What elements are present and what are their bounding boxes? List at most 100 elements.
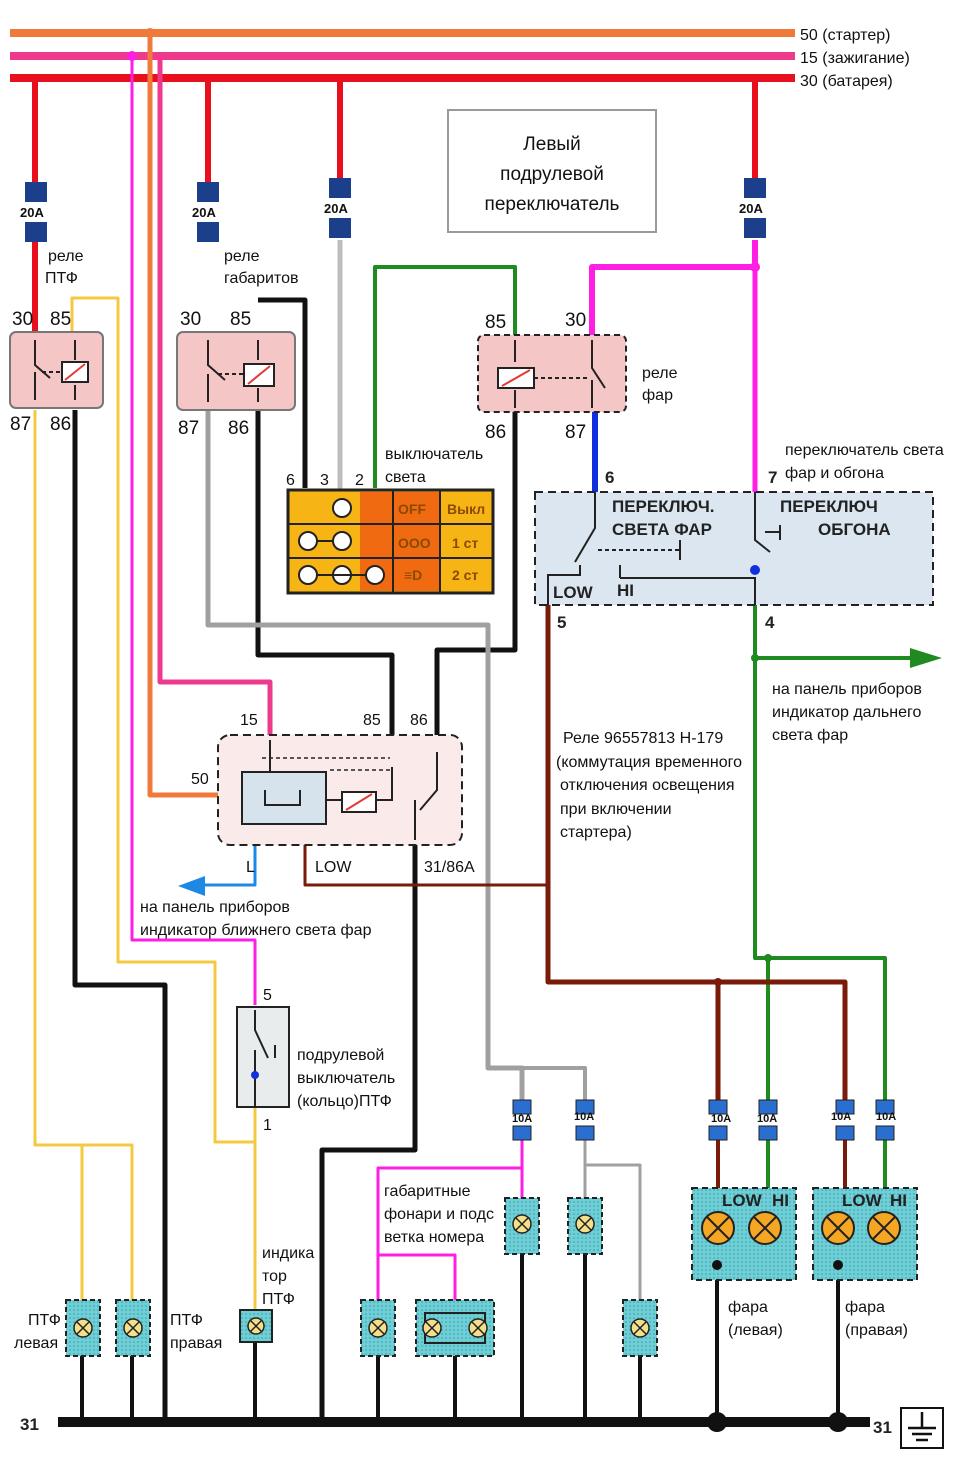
fuse-label: 10A (876, 1111, 896, 1123)
fuse-20a-far: 20A (739, 178, 766, 238)
pin-86: 86 (485, 422, 506, 443)
lamp-plate (415, 1299, 495, 1357)
lamp-parking-2 (504, 1197, 540, 1255)
title-box: Левый подрулевой переключатель (447, 109, 657, 233)
low-indicator-line-2: индикатор ближнего света фар (140, 922, 372, 939)
fuse-10a-2: 10A (574, 1099, 595, 1141)
pin-86: 86 (228, 418, 249, 439)
hi-indicator-arrow-icon (910, 648, 942, 668)
pin-85: 85 (50, 309, 71, 330)
relay-label: реле (224, 248, 260, 265)
pin-6: 6 (605, 468, 614, 487)
fuse-label: 10A (831, 1111, 851, 1123)
pin-5: 5 (557, 613, 566, 632)
relay-label-2: ПТФ (45, 270, 78, 287)
position-off: OFF (398, 501, 426, 517)
pin-5: 5 (263, 987, 272, 1004)
fuse-label: 10A (711, 1113, 731, 1125)
position-off-label: Выкл (447, 501, 485, 517)
title-line-2: подрулевой (500, 164, 604, 185)
relay-gabaritov: реле габаритов 30 85 87 86 (176, 248, 298, 439)
position-2: ≡D (404, 567, 422, 583)
fuse-10a-4: 10A (757, 1099, 778, 1141)
pin-15: 15 (240, 712, 258, 729)
pin-31: 31/86A (424, 859, 475, 876)
title-line-1: Левый (523, 134, 580, 155)
fuse-10a-1: 10A (512, 1099, 532, 1141)
fuses-10a: 10A 10A 10A 10A 10A 10A (512, 1099, 896, 1141)
low-beam-indicator-note: на панель приборов индикатор ближнего св… (140, 899, 372, 939)
ptf-indicator-line-1: индика (262, 1245, 314, 1262)
hi-indicator-line-3: света фар (772, 727, 848, 744)
headlight-label: фара (845, 1299, 885, 1316)
pin-2: 2 (355, 472, 364, 489)
title-line-3: переключатель (485, 194, 620, 215)
power-bus: 50 (стартер) 15 (зажигание) 30 (батарея) (10, 27, 910, 90)
light-switch: выключатель света 6 3 2 OFF Выкл OOO 1 с… (286, 446, 495, 595)
fuse-10a-5: 10A (831, 1099, 855, 1141)
relay-label: реле (642, 365, 678, 382)
pin-l: L (246, 859, 255, 876)
ptf-indicator: индика тор ПТФ (239, 1245, 314, 1343)
headlight-hi: HI (772, 1191, 789, 1210)
hi-label: HI (617, 581, 634, 600)
lamp-parking-4 (622, 1299, 658, 1357)
pin-4: 4 (765, 613, 775, 632)
parking-line-3: ветка номера (384, 1229, 484, 1246)
ground-label-right: 31 (873, 1418, 892, 1437)
relay-label-2: фар (642, 387, 673, 404)
ground-bus: 31 31 (20, 1407, 944, 1449)
ptf-switch: 5 1 подрулевой выключатель (кольцо)ПТФ (236, 987, 395, 1134)
hi-beam-indicator-note: на панель приборов индикатор дальнего св… (772, 681, 922, 744)
relay-ptf: реле ПТФ 30 85 87 86 (9, 248, 104, 435)
beam-switch-caption: переключатель света (785, 442, 944, 459)
parking-note: габаритные фонари и подс ветка номера (384, 1183, 494, 1246)
pin-85: 85 (230, 309, 251, 330)
fuse-20a-gab: 20A (192, 182, 219, 242)
low-indicator-arrow-icon (178, 876, 205, 896)
headlight-label-2: (правая) (845, 1322, 908, 1339)
relay-far: реле фар 85 30 86 87 (477, 310, 678, 443)
lamp-parking-1 (360, 1299, 396, 1357)
lamp-parking-3 (567, 1197, 603, 1255)
pin-87: 87 (10, 414, 31, 435)
hi-indicator-line-2: индикатор дальнего (772, 704, 921, 721)
fuse-label: 10A (512, 1113, 532, 1125)
pin-86: 86 (410, 712, 428, 729)
ptf-indicator-line-2: тор (262, 1268, 287, 1285)
relay-main-line-5: стартера) (560, 824, 632, 841)
ptf-switch-line-3: (кольцо)ПТФ (297, 1093, 392, 1110)
relay-main-line-1: Реле 96557813 H-179 (563, 730, 723, 747)
pin-3: 3 (320, 472, 329, 489)
relay-main-line-4: при включении (560, 801, 672, 818)
relay-label: реле (48, 248, 84, 265)
pin-6: 6 (286, 472, 295, 489)
position-1-label: 1 ст (452, 535, 478, 551)
switch-header-2a: ПЕРЕКЛЮЧ (780, 497, 878, 516)
ground-label-left: 31 (20, 1415, 39, 1434)
hi-indicator-line-1: на панель приборов (772, 681, 922, 698)
lamp-label: ПТФ (170, 1312, 203, 1329)
light-switch-label-2: света (385, 469, 426, 486)
relay-main-line-2: (коммутация временного (556, 754, 742, 771)
fuse-10a-6: 10A (875, 1099, 896, 1141)
pin-7: 7 (768, 468, 777, 487)
position-2-label: 2 ст (452, 567, 478, 583)
pin-30: 30 (180, 309, 201, 330)
pin-30: 30 (565, 310, 586, 331)
fuse-20a-ptf: 20A (20, 182, 47, 242)
relay-main: 15 85 86 50 L LOW 31/86A Реле 96557813 H… (191, 712, 742, 876)
pin-1: 1 (263, 1117, 272, 1134)
bus-30-label: 30 (батарея) (800, 73, 893, 90)
headlight-hi: HI (890, 1191, 907, 1210)
fuse-label: 10A (757, 1113, 777, 1125)
ptf-switch-line-2: выключатель (297, 1070, 395, 1087)
position-1: OOO (398, 535, 431, 551)
headlight-label: фара (728, 1299, 768, 1316)
lamp-label-2: левая (14, 1335, 58, 1352)
beam-switch-caption-2: фар и обгона (785, 465, 884, 482)
pin-30: 30 (12, 309, 33, 330)
low-label: LOW (553, 583, 594, 602)
headlight-label-2: (левая) (728, 1322, 783, 1339)
